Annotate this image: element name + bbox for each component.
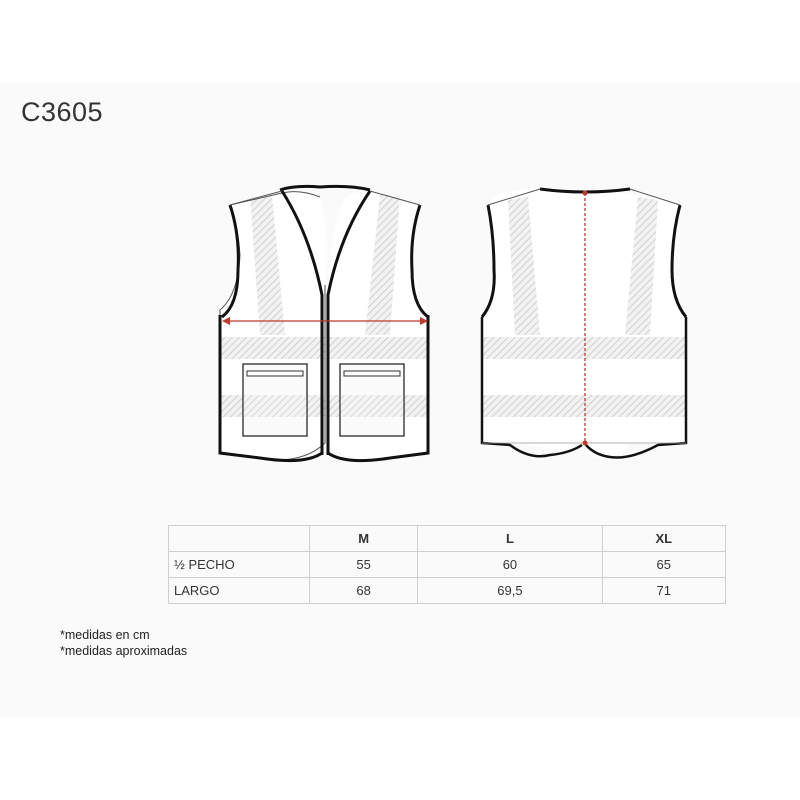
header-empty-cell bbox=[168, 525, 310, 552]
row-label-length: LARGO bbox=[168, 577, 310, 604]
size-chart-table: M L XL ½ PECHO 55 60 65 LARGO 68 69,5 71 bbox=[168, 525, 727, 604]
table-row: ½ PECHO 55 60 65 bbox=[168, 551, 727, 578]
row-label-chest: ½ PECHO bbox=[168, 551, 310, 578]
length-l-value: 69,5 bbox=[417, 577, 603, 604]
length-xl-value: 71 bbox=[601, 577, 727, 604]
vest-front-icon bbox=[218, 184, 430, 463]
table-row: LARGO 68 69,5 71 bbox=[168, 577, 727, 604]
chest-xl-value: 65 bbox=[601, 551, 727, 578]
vest-back-icon bbox=[480, 187, 688, 459]
header-size-l: L bbox=[417, 525, 603, 552]
size-chart-header-row: M L XL bbox=[168, 525, 727, 552]
length-measure-line bbox=[582, 190, 588, 446]
product-code: C3605 bbox=[21, 97, 104, 127]
footnotes: *medidas en cm *medidas aproximadas bbox=[60, 627, 187, 659]
vest-technical-drawing bbox=[218, 184, 688, 463]
chest-l-value: 60 bbox=[417, 551, 603, 578]
chest-measure-line bbox=[222, 317, 428, 325]
length-m-value: 68 bbox=[308, 577, 419, 604]
header-size-m: M bbox=[308, 525, 419, 552]
header-size-xl: XL bbox=[601, 525, 727, 552]
chest-m-value: 55 bbox=[308, 551, 419, 578]
note-approximate: *medidas aproximadas bbox=[60, 644, 188, 658]
note-units: *medidas en cm bbox=[60, 628, 150, 642]
